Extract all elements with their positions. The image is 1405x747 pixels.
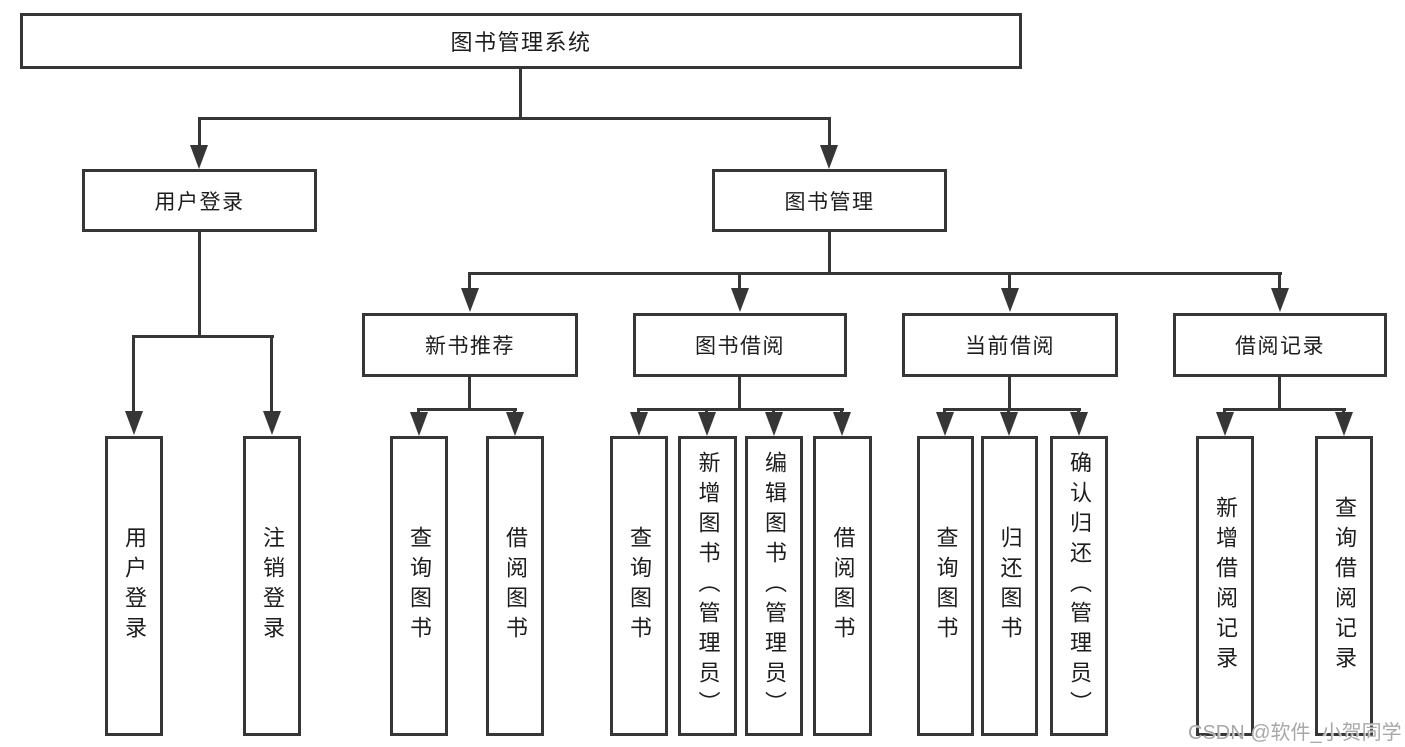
node-borrowing-records-label: 借阅记录 — [1235, 335, 1325, 358]
node-book-management-system-label: 图书管理系统 — [450, 30, 592, 55]
leaf-borrow-books-borrowing: 借阅图书 — [813, 436, 872, 736]
connector-line — [270, 335, 273, 412]
leaf-add-book-admin: 新增图书（管理员） — [678, 436, 737, 736]
leaf-edit-book-admin-label: 编辑图书（管理员） — [762, 451, 787, 721]
connector-line — [468, 272, 1282, 275]
connector-line — [1008, 377, 1011, 408]
leaf-query-books-borrowing-label: 查询图书 — [627, 526, 652, 646]
leaf-query-borrow-record-label: 查询借阅记录 — [1332, 496, 1357, 676]
leaf-borrow-books-recommend: 借阅图书 — [486, 436, 544, 736]
arrowhead-down — [765, 412, 783, 436]
connector-line — [828, 232, 831, 272]
leaf-user-login-label: 用户登录 — [122, 526, 147, 646]
connector-line — [417, 408, 517, 411]
csdn-watermark: CSDN @软件_小贺同学 — [1188, 722, 1402, 744]
connector-line — [468, 272, 471, 290]
connector-line — [1278, 272, 1281, 290]
connector-line — [1223, 408, 1346, 411]
leaf-confirm-return-admin-label: 确认归还（管理员） — [1067, 451, 1092, 721]
arrowhead-down — [125, 411, 143, 435]
leaf-query-books-current-label: 查询图书 — [933, 526, 959, 646]
node-book-management-label: 图书管理 — [784, 190, 875, 214]
leaf-return-book: 归还图书 — [981, 436, 1038, 736]
node-borrowing-records: 借阅记录 — [1173, 313, 1387, 377]
arrowhead-down — [1000, 412, 1018, 436]
leaf-borrow-books-recommend-label: 借阅图书 — [503, 526, 528, 646]
leaf-user-login: 用户登录 — [105, 436, 163, 736]
arrowhead-down — [506, 412, 524, 436]
node-user-login: 用户登录 — [82, 169, 317, 232]
arrowhead-down — [630, 412, 648, 436]
leaf-query-books-current: 查询图书 — [917, 436, 974, 736]
node-book-borrowing: 图书借阅 — [633, 313, 847, 377]
connector-line — [738, 272, 741, 290]
leaf-add-borrow-record: 新增借阅记录 — [1196, 436, 1254, 736]
connector-line — [198, 117, 831, 120]
connector-line — [468, 377, 471, 408]
arrowhead-down — [820, 145, 838, 169]
connector-line — [198, 232, 201, 335]
arrowhead-down — [410, 412, 428, 436]
leaf-add-book-admin-label: 新增图书（管理员） — [695, 451, 721, 721]
arrowhead-down — [731, 288, 749, 312]
arrowhead-down — [833, 412, 851, 436]
leaf-query-borrow-record: 查询借阅记录 — [1315, 436, 1373, 736]
arrowhead-down — [936, 412, 954, 436]
leaf-edit-book-admin: 编辑图书（管理员） — [745, 436, 803, 736]
leaf-logout-label: 注销登录 — [260, 526, 285, 646]
arrowhead-down — [263, 411, 281, 435]
arrowhead-down — [1216, 412, 1234, 436]
node-book-management-system: 图书管理系统 — [20, 13, 1022, 69]
connector-line — [943, 408, 1081, 411]
arrowhead-down — [461, 288, 479, 312]
node-current-borrowing: 当前借阅 — [902, 313, 1118, 377]
connector-line — [1278, 377, 1281, 408]
node-book-management: 图书管理 — [712, 169, 947, 232]
leaf-add-borrow-record-label: 新增借阅记录 — [1213, 496, 1238, 676]
leaf-confirm-return-admin: 确认归还（管理员） — [1050, 436, 1108, 736]
arrowhead-down — [1271, 288, 1289, 312]
connector-line — [637, 408, 844, 411]
node-new-book-recommend-label: 新书推荐 — [425, 335, 515, 358]
connector-line — [132, 335, 274, 338]
connector-line — [198, 117, 201, 146]
connector-line — [828, 117, 831, 146]
node-user-login-label: 用户登录 — [154, 190, 245, 214]
connector-line — [738, 377, 741, 408]
connector-line — [132, 335, 135, 412]
leaf-query-books-borrowing: 查询图书 — [610, 436, 668, 736]
leaf-query-books-recommend: 查询图书 — [390, 436, 448, 736]
arrowhead-down — [698, 412, 716, 436]
node-new-book-recommend: 新书推荐 — [362, 313, 578, 377]
node-book-borrowing-label: 图书借阅 — [695, 335, 785, 358]
connector-line — [1008, 272, 1011, 290]
leaf-logout: 注销登录 — [243, 436, 301, 736]
leaf-return-book-label: 归还图书 — [997, 526, 1023, 646]
connector-line — [519, 69, 522, 117]
arrowhead-down — [1070, 412, 1088, 436]
arrowhead-down — [1335, 412, 1353, 436]
leaf-query-books-recommend-label: 查询图书 — [407, 526, 432, 646]
node-current-borrowing-label: 当前借阅 — [965, 335, 1055, 358]
leaf-borrow-books-borrowing-label: 借阅图书 — [830, 526, 856, 646]
arrowhead-down — [1001, 288, 1019, 312]
arrowhead-down — [190, 145, 208, 169]
